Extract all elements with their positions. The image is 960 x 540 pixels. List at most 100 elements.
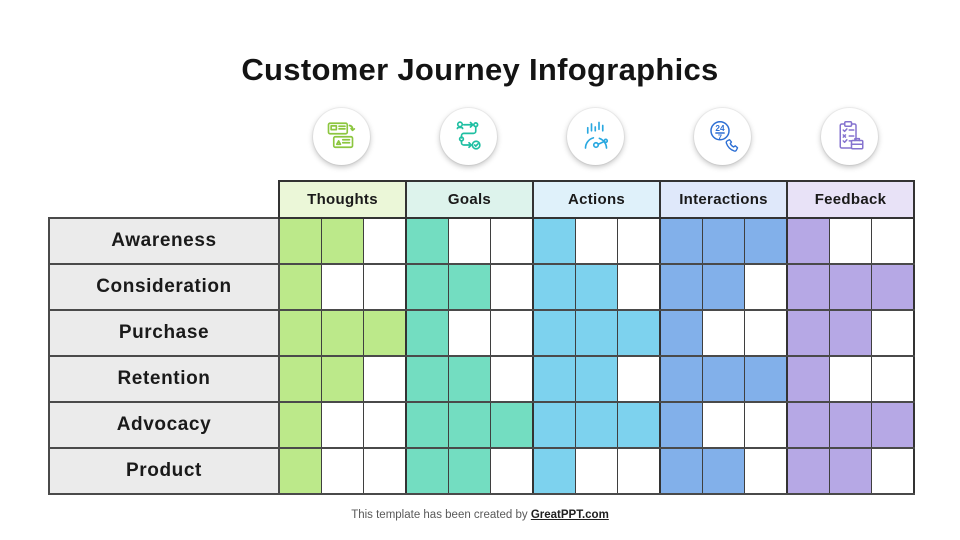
grid-cell: [574, 447, 619, 495]
grid-cell: [701, 401, 746, 449]
row-label-consideration: Consideration: [48, 263, 280, 311]
greatppt-link[interactable]: GreatPPT.com: [530, 509, 609, 521]
row-label-product: Product: [48, 447, 280, 495]
grid-cell: [574, 263, 619, 311]
table-row-consideration: Consideration: [48, 263, 915, 311]
grid-cell: [320, 217, 365, 265]
grid-cell: [404, 263, 449, 311]
grid-cell: [277, 263, 322, 311]
thoughts-icon-slot: [278, 106, 405, 166]
grid-cell: [828, 309, 873, 357]
grid-cell: [744, 263, 788, 311]
grid-cell: [744, 309, 788, 357]
grid-cell: [404, 355, 449, 403]
grid-cell: [404, 217, 449, 265]
grid-cell: [617, 401, 661, 449]
grid-cell: [659, 263, 703, 311]
grid-cell: [490, 401, 534, 449]
grid-cell: [490, 263, 534, 311]
grid-cell: [744, 217, 788, 265]
goals-icon: [440, 107, 497, 165]
grid-cell: [404, 447, 449, 495]
grid-cell: [531, 263, 576, 311]
grid-cell: [404, 401, 449, 449]
grid-cell: [828, 401, 873, 449]
table-row-retention: Retention: [48, 355, 915, 403]
grid-cell: [447, 263, 492, 311]
column-header-thoughts: Thoughts: [278, 180, 407, 219]
table-row-purchase: Purchase: [48, 309, 915, 357]
grid-cell: [363, 447, 407, 495]
grid-cell: [447, 355, 492, 403]
row-label-retention: Retention: [48, 355, 280, 403]
grid-cell: [490, 447, 534, 495]
grid-cell: [531, 217, 576, 265]
grid-cell: [617, 447, 661, 495]
svg-text:7: 7: [717, 132, 721, 141]
grid-cell: [320, 401, 365, 449]
grid-cell: [574, 401, 619, 449]
grid-cell: [701, 355, 746, 403]
grid-cell: [659, 217, 703, 265]
grid-cell: [785, 263, 830, 311]
grid-cell: [701, 447, 746, 495]
row-label-awareness: Awareness: [48, 217, 280, 265]
grid-cell: [447, 309, 492, 357]
grid-cell: [490, 217, 534, 265]
grid-cell: [659, 447, 703, 495]
grid-cell: [871, 217, 915, 265]
goals-icon-slot: [405, 106, 532, 166]
grid-cell: [871, 355, 915, 403]
grid-cell: [277, 401, 322, 449]
page-title: Customer Journey Infographics: [241, 52, 719, 87]
grid-cell: [277, 217, 322, 265]
grid-cell: [277, 309, 322, 357]
grid-cell: [404, 309, 449, 357]
actions-icon-slot: [532, 106, 659, 166]
table-corner: [49, 181, 279, 218]
grid-cell: [531, 355, 576, 403]
table-row-advocacy: Advocacy: [48, 401, 915, 449]
grid-cell: [701, 263, 746, 311]
grid-cell: [320, 355, 365, 403]
column-header-goals: Goals: [404, 180, 535, 219]
grid-cell: [531, 309, 576, 357]
grid-cell: [447, 447, 492, 495]
grid-cell: [277, 447, 322, 495]
table-row-awareness: Awareness: [48, 217, 915, 265]
row-label-advocacy: Advocacy: [48, 401, 280, 449]
column-header-interactions: Interactions: [659, 180, 788, 219]
grid-cell: [828, 355, 873, 403]
actions-icon: [567, 107, 624, 165]
grid-cell: [785, 447, 830, 495]
column-header-actions: Actions: [531, 180, 662, 219]
grid-cell: [574, 217, 619, 265]
grid-cell: [828, 263, 873, 311]
footer: This template has been created by GreatP…: [0, 509, 960, 521]
grid-cell: [320, 263, 365, 311]
grid-cell: [574, 309, 619, 357]
grid-cell: [785, 217, 830, 265]
feedback-icon: [821, 107, 878, 165]
grid-cell: [871, 263, 915, 311]
grid-cell: [531, 401, 576, 449]
thoughts-icon: [313, 107, 370, 165]
grid-cell: [531, 447, 576, 495]
grid-cell: [871, 447, 915, 495]
grid-cell: [659, 355, 703, 403]
grid-cell: [744, 355, 788, 403]
grid-cell: [828, 447, 873, 495]
column-header-feedback: Feedback: [786, 180, 915, 219]
grid-cell: [363, 217, 407, 265]
grid-cell: [447, 401, 492, 449]
grid-cell: [828, 217, 873, 265]
grid-cell: [785, 401, 830, 449]
grid-cell: [320, 447, 365, 495]
grid-cell: [659, 309, 703, 357]
grid-cell: [363, 309, 407, 357]
grid-cell: [785, 355, 830, 403]
